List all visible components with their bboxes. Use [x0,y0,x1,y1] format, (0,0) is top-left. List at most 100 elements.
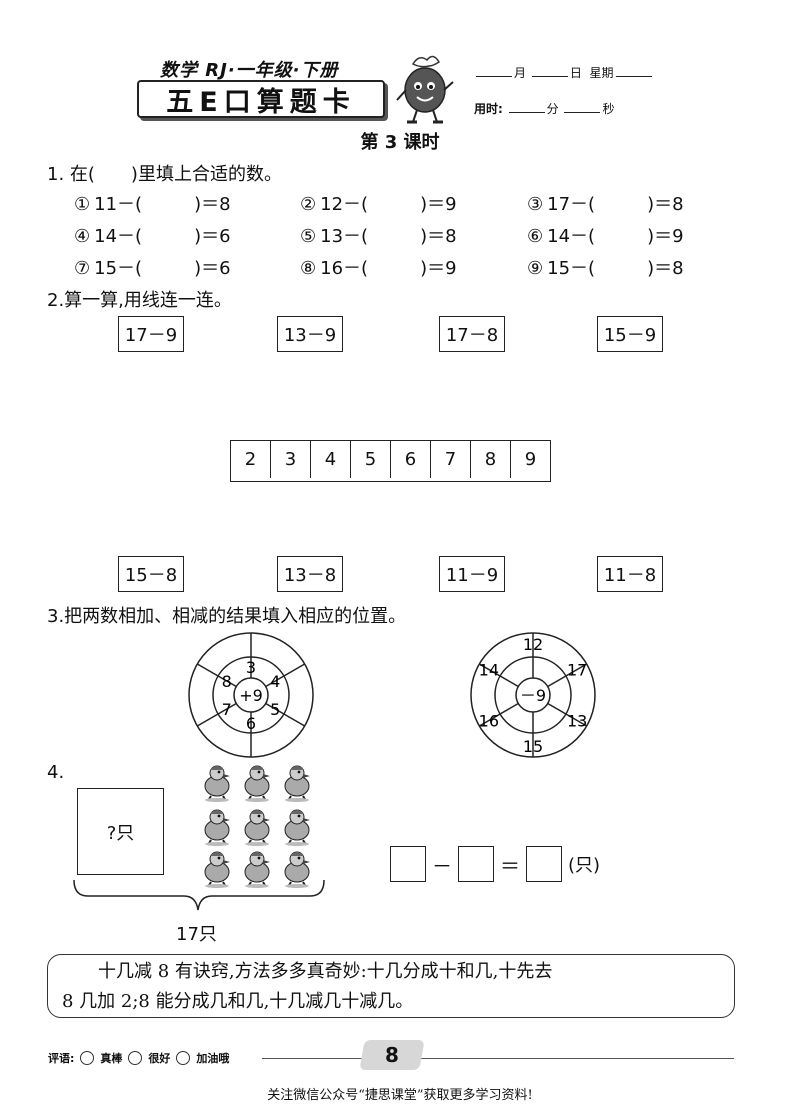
item-number: ③ [527,194,544,215]
expr-left: 16－( [320,258,369,279]
subtrahend-box[interactable] [458,846,494,882]
wheel-answer-cell[interactable] [549,701,565,717]
wheel-answer-cell[interactable] [287,662,303,678]
tip-line-1: 十几减 8 有诀窍,方法多多真奇妙:十几分成十和几,十先去 [98,961,553,982]
number-cell[interactable]: 2 [231,441,271,478]
wheel-answer-cell[interactable] [199,662,215,678]
number-cell[interactable]: 5 [351,441,391,478]
difference-box[interactable] [526,846,562,882]
expr-right: )＝8 [194,194,231,215]
number-cell[interactable]: 7 [431,441,471,478]
sector-divider [265,663,306,688]
date-line: 月 日 星期 [474,64,654,81]
expr-box-bottom[interactable]: 13－8 [277,556,343,592]
inner-number: 6 [246,714,256,733]
evaluation: 评语: 真棒 很好 加油哦 [48,1051,230,1065]
minute-blank[interactable] [508,112,545,113]
sector-divider [478,663,519,688]
expr-right: )＝9 [647,226,684,247]
sector-divider [196,702,237,727]
tip-box: 十几减 8 有诀窍,方法多多真奇妙:十几分成十和几,十先去 8 几加 2;8 能… [47,954,735,1018]
expr-box-bottom[interactable]: 11－9 [439,556,505,592]
number-cell[interactable]: 8 [471,441,511,478]
expr-box-bottom[interactable]: 15－8 [118,556,184,592]
wheel-center: －9 [520,686,546,705]
total-label: 17只 [176,924,217,945]
expr-box-top[interactable]: 15－9 [597,316,663,352]
weekday-blank[interactable] [615,76,652,77]
expr-left: 12－( [320,194,369,215]
page-number: 8 [385,1043,399,1067]
sector-divider [547,702,588,727]
answer-equation: － ＝ (只) [390,846,600,882]
expr-left: 13－( [320,226,369,247]
footer-note: 关注微信公众号“捷思课堂”获取更多学习资料! [267,1088,533,1103]
wheel-center: +9 [239,686,263,705]
expr-left: 14－( [547,226,596,247]
cheer-face-icon [176,1051,191,1065]
wheel-answer-cell[interactable] [549,673,565,689]
outer-number: 16 [479,712,499,731]
expr-left: 14－( [94,226,143,247]
q1-title: 1. 在( )里填上合适的数。 [47,164,282,185]
expr-right: )＝8 [647,194,684,215]
duck-icon [277,846,317,892]
inner-number: 5 [270,700,280,719]
expr-left: 15－( [547,258,596,279]
duck-icon [197,846,237,892]
wheel-answer-cell[interactable] [243,738,259,754]
item-number: ④ [74,226,91,247]
wheel-answer-cell[interactable] [199,713,215,729]
expr-right: )＝6 [194,226,231,247]
expr-box-top[interactable]: 17－9 [118,316,184,352]
brace-icon [73,879,325,911]
inner-number: 7 [222,700,232,719]
number-cell[interactable]: 9 [524,449,537,470]
wheel-answer-cell[interactable] [525,715,541,731]
expr-left: 15－( [94,258,143,279]
outer-number: 14 [479,661,499,680]
subject-label: 数学 RJ·一年级·下册 [160,60,339,81]
duck-icon [197,804,237,850]
wheel-answer-cell[interactable] [501,673,517,689]
card-title: 五E口算题卡 [137,80,385,118]
wheel-answer-cell[interactable] [287,713,303,729]
expr-left: 11－( [94,194,143,215]
number-cell[interactable]: 6 [391,441,431,478]
duck-icon [237,846,277,892]
inner-number: 8 [222,672,232,691]
outer-number: 13 [567,712,587,731]
day-blank[interactable] [531,76,568,77]
tip-line-2: 8 几加 2;8 能分成几和几,十几减几十减几。 [62,991,414,1012]
expr-right: )＝9 [420,194,457,215]
inner-number: 3 [246,658,256,677]
expr-box-top[interactable]: 17－8 [439,316,505,352]
wheel-answer-cell[interactable] [243,636,259,652]
smile-face-icon [80,1051,95,1065]
expr-box-top[interactable]: 13－9 [277,316,343,352]
duck-icon [197,760,237,806]
wheel-answer-cell[interactable] [501,701,517,717]
inner-number: 4 [270,672,280,691]
happy-face-icon [128,1051,143,1065]
footer-divider [262,1058,734,1059]
expr-box-bottom[interactable]: 11－8 [597,556,663,592]
number-cell[interactable]: 4 [311,441,351,478]
item-number: ① [74,194,91,215]
sector-divider [478,702,519,727]
outer-number: 15 [523,737,543,756]
number-cell[interactable]: 3 [271,441,311,478]
q4-label: 4. [47,762,65,783]
duck-icon [237,760,277,806]
second-blank[interactable] [564,112,601,113]
wheel-answer-cell[interactable] [525,659,541,675]
duck-icon [237,804,277,850]
month-blank[interactable] [476,76,512,77]
minuend-box[interactable] [390,846,426,882]
